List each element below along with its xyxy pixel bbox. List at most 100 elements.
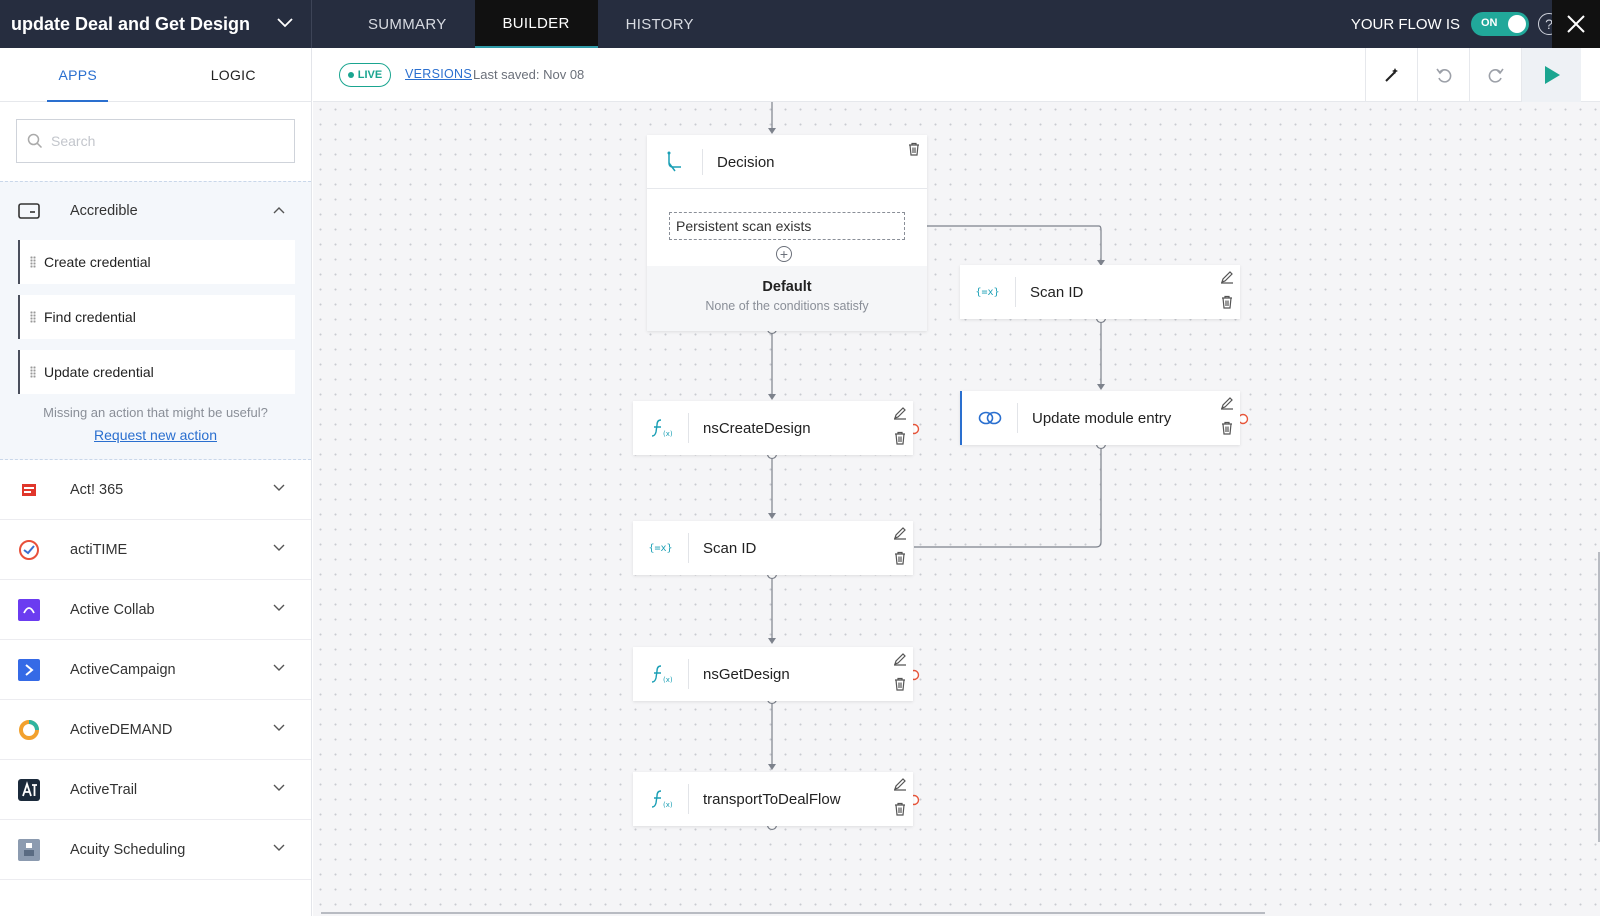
app-row-activetrail[interactable]: ActiveTrail xyxy=(0,760,311,820)
divider xyxy=(1015,277,1016,307)
trash-icon[interactable] xyxy=(893,677,907,691)
action-find-credential[interactable]: Find credential xyxy=(18,295,295,339)
main-tabs: SUMMARY BUILDER HISTORY xyxy=(340,0,722,48)
chevron-down-icon[interactable] xyxy=(273,484,285,492)
divider xyxy=(688,659,689,689)
edit-icon[interactable] xyxy=(893,777,907,791)
drag-handle-icon[interactable] xyxy=(30,366,36,378)
request-new-action-link[interactable]: Request new action xyxy=(94,427,217,443)
expanded-app-accredible: Accredible Create credential Find creden… xyxy=(0,181,311,460)
flow-title-dropdown[interactable]: update Deal and Get Design xyxy=(0,0,312,48)
trash-icon[interactable] xyxy=(893,431,907,445)
tab-history[interactable]: HISTORY xyxy=(625,15,694,33)
versions-link[interactable]: VERSIONS xyxy=(405,67,472,81)
tab-apps[interactable]: APPS xyxy=(0,48,156,102)
chevron-down-icon[interactable] xyxy=(273,664,285,672)
edit-icon[interactable] xyxy=(893,652,907,666)
edit-icon[interactable] xyxy=(1220,396,1234,410)
link-icon xyxy=(962,391,1017,445)
node-label: Scan ID xyxy=(703,539,757,557)
app-name: Accredible xyxy=(70,203,138,219)
trash-icon[interactable] xyxy=(893,551,907,565)
app-row-actitime[interactable]: actiTIME xyxy=(0,520,311,580)
chevron-down-icon[interactable] xyxy=(273,604,285,612)
node-update-module-entry[interactable]: Update module entry xyxy=(960,391,1240,445)
search-input[interactable] xyxy=(51,133,271,149)
node-scan-id-main[interactable]: {=x} Scan ID xyxy=(633,521,913,575)
help-label: ? xyxy=(1545,16,1553,32)
close-icon xyxy=(1567,15,1585,33)
action-label: Find credential xyxy=(44,309,136,325)
trash-icon[interactable] xyxy=(1220,421,1234,435)
default-subtitle: None of the conditions satisfy xyxy=(705,299,869,313)
undo-icon xyxy=(1435,68,1451,83)
live-badge: LIVE xyxy=(339,63,391,87)
app-row-active-collab[interactable]: Active Collab xyxy=(0,580,311,640)
undo-button[interactable] xyxy=(1417,48,1469,102)
flow-state-label: YOUR FLOW IS xyxy=(1350,15,1460,33)
app-row-activecampaign[interactable]: ActiveCampaign xyxy=(0,640,311,700)
drag-handle-icon[interactable] xyxy=(30,311,36,323)
play-icon xyxy=(1544,66,1560,84)
divider xyxy=(702,149,703,175)
edit-icon[interactable] xyxy=(893,406,907,420)
app-row-act365[interactable]: Act! 365 xyxy=(0,460,311,520)
flow-on-toggle[interactable]: ON xyxy=(1471,12,1529,36)
app-row-activedemand[interactable]: ActiveDEMAND xyxy=(0,700,311,760)
tab-logic[interactable]: LOGIC xyxy=(210,66,256,83)
node-label: nsCreateDesign xyxy=(703,419,811,437)
node-ns-create-design[interactable]: (x) nsCreateDesign xyxy=(633,401,913,455)
condition-box[interactable]: Persistent scan exists xyxy=(669,212,905,240)
edit-icon[interactable] xyxy=(1220,270,1234,284)
vertical-scrollbar[interactable] xyxy=(1598,552,1600,842)
function-icon: (x) xyxy=(633,647,688,701)
app-name: Active Collab xyxy=(70,601,155,618)
search-icon xyxy=(27,133,43,149)
trash-icon[interactable] xyxy=(907,142,921,156)
panel-tabs: APPS LOGIC xyxy=(0,48,311,102)
add-condition-icon[interactable]: + xyxy=(776,246,792,262)
action-label: Create credential xyxy=(44,254,151,270)
run-button[interactable] xyxy=(1521,48,1581,102)
divider xyxy=(688,784,689,814)
trash-icon[interactable] xyxy=(1220,295,1234,309)
decision-header: Decision xyxy=(647,135,927,189)
svg-text:(x): (x) xyxy=(663,801,672,809)
decision-node[interactable]: Decision Persistent scan exists + Defaul… xyxy=(647,135,927,331)
node-label: nsGetDesign xyxy=(703,665,790,683)
trash-icon[interactable] xyxy=(893,802,907,816)
redo-button[interactable] xyxy=(1469,48,1521,102)
tab-summary[interactable]: SUMMARY xyxy=(368,15,447,33)
chevron-down-icon[interactable] xyxy=(273,544,285,552)
default-title: Default xyxy=(762,279,812,295)
node-ns-get-design[interactable]: (x) nsGetDesign xyxy=(633,647,913,701)
close-button[interactable] xyxy=(1552,0,1600,48)
app-row-accredible[interactable]: Accredible xyxy=(0,182,311,240)
node-scan-id-right[interactable]: {=x} Scan ID xyxy=(960,265,1240,319)
accredible-icon xyxy=(18,200,40,222)
function-icon: (x) xyxy=(633,772,688,826)
app-row-acuity-scheduling[interactable]: Acuity Scheduling xyxy=(0,820,311,880)
horizontal-scrollbar[interactable] xyxy=(321,912,1265,914)
drag-handle-icon[interactable] xyxy=(30,256,36,268)
search-box xyxy=(16,119,295,163)
node-transport-to-deal-flow[interactable]: (x) transportToDealFlow xyxy=(633,772,913,826)
chevron-down-icon[interactable] xyxy=(273,784,285,792)
act365-icon xyxy=(18,479,40,501)
chevron-down-icon[interactable] xyxy=(273,844,285,852)
flow-canvas[interactable]: Decision Persistent scan exists + Defaul… xyxy=(313,102,1600,916)
action-create-credential[interactable]: Create credential xyxy=(18,240,295,284)
decision-icon xyxy=(647,135,702,189)
tab-builder[interactable]: BUILDER xyxy=(474,0,598,48)
divider xyxy=(1017,403,1018,433)
magic-wand-button[interactable] xyxy=(1365,48,1417,102)
divider xyxy=(688,533,689,563)
magic-wand-icon xyxy=(1384,68,1398,82)
redo-icon xyxy=(1488,68,1504,83)
chevron-up-icon[interactable] xyxy=(273,206,285,214)
live-dot xyxy=(347,72,354,78)
chevron-down-icon[interactable] xyxy=(273,724,285,732)
activedemand-icon xyxy=(18,719,40,741)
action-update-credential[interactable]: Update credential xyxy=(18,350,295,394)
edit-icon[interactable] xyxy=(893,526,907,540)
